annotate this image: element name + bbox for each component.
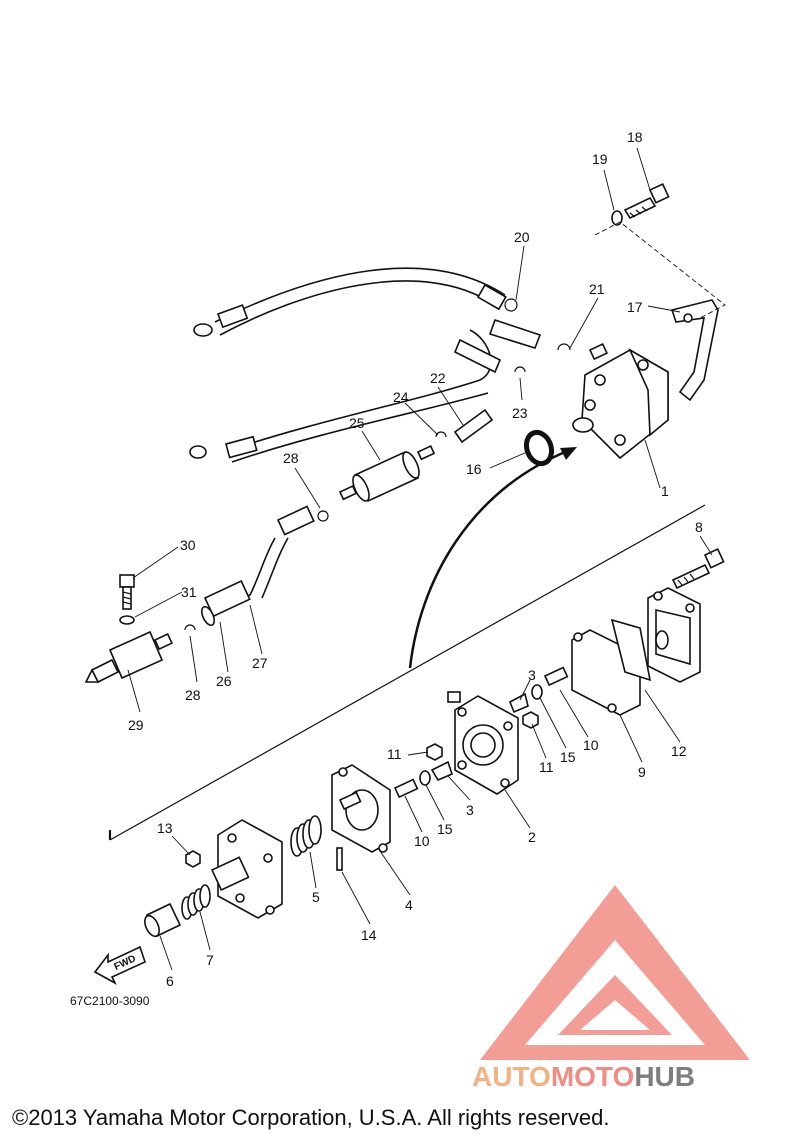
callout-11-left: 11 bbox=[387, 746, 402, 762]
fwd-arrow-icon: FWD bbox=[93, 945, 146, 985]
callout-10-left: 10 bbox=[414, 833, 430, 849]
callout-21: 21 bbox=[589, 281, 605, 297]
automotohub-logo: AUTOMOTOHUB bbox=[472, 885, 750, 1092]
callout-24: 24 bbox=[393, 389, 409, 405]
pin-14 bbox=[336, 847, 343, 871]
pump-body-2 bbox=[447, 691, 519, 795]
cover-12 bbox=[647, 587, 701, 683]
callout-9: 9 bbox=[638, 764, 646, 780]
clip-21 bbox=[557, 343, 571, 351]
callout-3-lower: 3 bbox=[466, 802, 474, 818]
clip-24 bbox=[435, 431, 447, 438]
callout-1: 1 bbox=[661, 483, 669, 499]
fuel-filter-25 bbox=[338, 445, 436, 503]
callout-30: 30 bbox=[180, 537, 196, 553]
leader-lines bbox=[127, 147, 713, 971]
callout-23: 23 bbox=[512, 405, 528, 421]
clip-23 bbox=[514, 366, 526, 373]
valve-3-lower bbox=[430, 760, 453, 782]
callout-12: 12 bbox=[671, 743, 687, 759]
plunger-6 bbox=[144, 902, 182, 938]
logo-auto-text: AUTO bbox=[472, 1061, 551, 1092]
clip-20 bbox=[504, 298, 518, 312]
callout-28-lower: 28 bbox=[185, 687, 201, 703]
callout-10-right: 10 bbox=[583, 737, 599, 753]
callout-2: 2 bbox=[528, 829, 536, 845]
screw-8 bbox=[671, 548, 725, 590]
clip-28-upper bbox=[317, 510, 329, 522]
bolt-30 bbox=[119, 574, 135, 610]
clip-28-lower bbox=[184, 624, 196, 631]
callout-3-upper: 3 bbox=[528, 667, 536, 683]
washer-31 bbox=[119, 615, 135, 625]
spring-7 bbox=[181, 884, 211, 920]
callout-26: 26 bbox=[216, 673, 232, 689]
callout-5: 5 bbox=[312, 889, 320, 905]
hose-22 bbox=[453, 408, 494, 444]
callout-15-left: 15 bbox=[437, 821, 453, 837]
callout-4: 4 bbox=[405, 897, 413, 913]
logo-hub-text: HUB bbox=[634, 1061, 695, 1092]
svg-text:AUTOMOTOHUB: AUTOMOTOHUB bbox=[472, 1061, 695, 1092]
callout-29: 29 bbox=[128, 717, 144, 733]
callout-16: 16 bbox=[466, 461, 482, 477]
bolt-18 bbox=[623, 183, 670, 220]
callout-11-right: 11 bbox=[539, 759, 554, 775]
assembly-arrow bbox=[408, 448, 571, 669]
washer-19 bbox=[611, 210, 623, 226]
callout-15-right: 15 bbox=[560, 749, 576, 765]
upper-hose bbox=[193, 267, 507, 337]
callout-6: 6 bbox=[166, 973, 174, 989]
hose-27 bbox=[239, 505, 315, 601]
nut-11-left bbox=[426, 743, 443, 761]
nut-11-right bbox=[522, 711, 539, 729]
callout-20: 20 bbox=[514, 229, 530, 245]
valve-3-upper bbox=[508, 692, 529, 714]
lower-hose bbox=[189, 318, 542, 463]
logo-moto-text: MOTO bbox=[551, 1061, 634, 1092]
diaphragm-4 bbox=[331, 764, 391, 853]
spring-5 bbox=[290, 815, 322, 857]
joint-26 bbox=[201, 580, 251, 627]
diagram-code: 67C2100-3090 bbox=[70, 994, 150, 1008]
screw-10-right bbox=[543, 666, 569, 687]
callout-14: 14 bbox=[361, 927, 377, 943]
callout-labels: 1 2 3 3 4 5 6 7 8 9 10 10 11 11 12 13 14… bbox=[128, 129, 703, 989]
callout-18: 18 bbox=[627, 129, 643, 145]
callout-7: 7 bbox=[206, 952, 214, 968]
callout-27: 27 bbox=[252, 655, 268, 671]
callout-17: 17 bbox=[627, 299, 643, 315]
bracket-17 bbox=[670, 299, 719, 402]
callout-25: 25 bbox=[349, 415, 365, 431]
callout-19: 19 bbox=[592, 151, 608, 167]
o-ring-16 bbox=[523, 429, 555, 467]
fuel-pump-1 bbox=[572, 343, 669, 460]
section-divider-line bbox=[109, 504, 706, 841]
callout-31: 31 bbox=[181, 584, 197, 600]
pump-housing bbox=[210, 819, 283, 919]
washer-15-right bbox=[531, 684, 543, 700]
callout-8: 8 bbox=[695, 519, 703, 535]
copyright-text: ©2013 Yamaha Motor Corporation, U.S.A. A… bbox=[12, 1105, 609, 1130]
washer-15-left bbox=[419, 770, 431, 786]
callout-13: 13 bbox=[157, 820, 173, 836]
screw-10-left bbox=[393, 778, 419, 799]
callout-28-upper: 28 bbox=[283, 450, 299, 466]
fuel-joint-29 bbox=[84, 630, 173, 684]
callout-22: 22 bbox=[430, 370, 446, 386]
